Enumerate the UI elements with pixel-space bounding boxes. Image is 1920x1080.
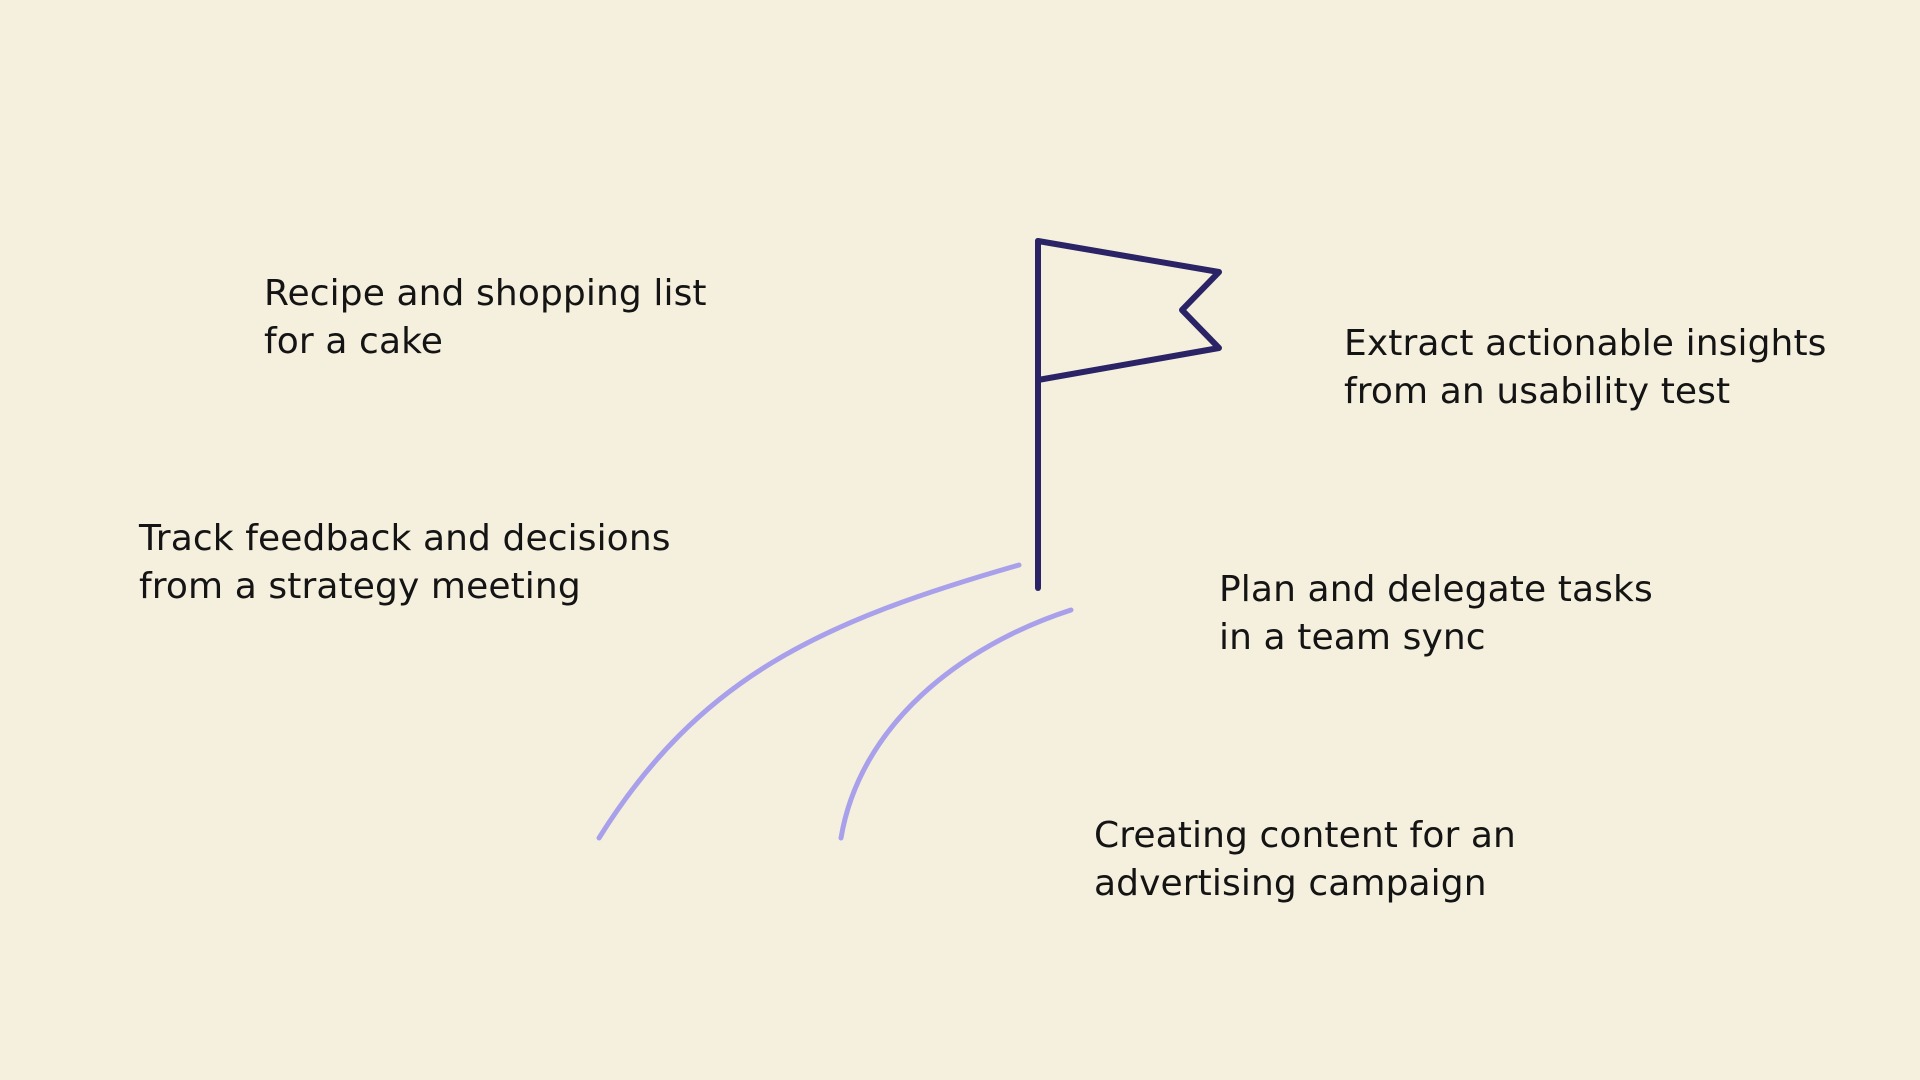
winding-path xyxy=(596,562,1074,841)
task-label-track-feedback: Track feedback and decisions from a stra… xyxy=(139,515,671,611)
task-label-line: Extract actionable insights xyxy=(1344,323,1827,364)
flag-icon xyxy=(1035,238,1222,591)
task-label-line: from a strategy meeting xyxy=(139,566,581,607)
task-label-line: Track feedback and decisions xyxy=(139,518,671,559)
task-label-recipe: Recipe and shopping list for a cake xyxy=(264,270,707,366)
task-label-plan-delegate: Plan and delegate tasks in a team sync xyxy=(1219,566,1653,662)
task-label-line: Plan and delegate tasks xyxy=(1219,569,1653,610)
task-label-creating-content: Creating content for an advertising camp… xyxy=(1094,812,1516,908)
task-label-line: for a cake xyxy=(264,321,444,362)
path-right-line xyxy=(838,607,1074,841)
task-label-line: Recipe and shopping list xyxy=(264,273,707,314)
flag-banner xyxy=(1035,238,1222,383)
task-label-insights: Extract actionable insights from an usab… xyxy=(1344,320,1827,416)
path-left-line xyxy=(596,562,1022,841)
task-label-line: from an usability test xyxy=(1344,371,1731,412)
task-label-line: advertising campaign xyxy=(1094,863,1487,904)
task-label-line: Creating content for an xyxy=(1094,815,1516,856)
task-label-line: in a team sync xyxy=(1219,617,1486,658)
